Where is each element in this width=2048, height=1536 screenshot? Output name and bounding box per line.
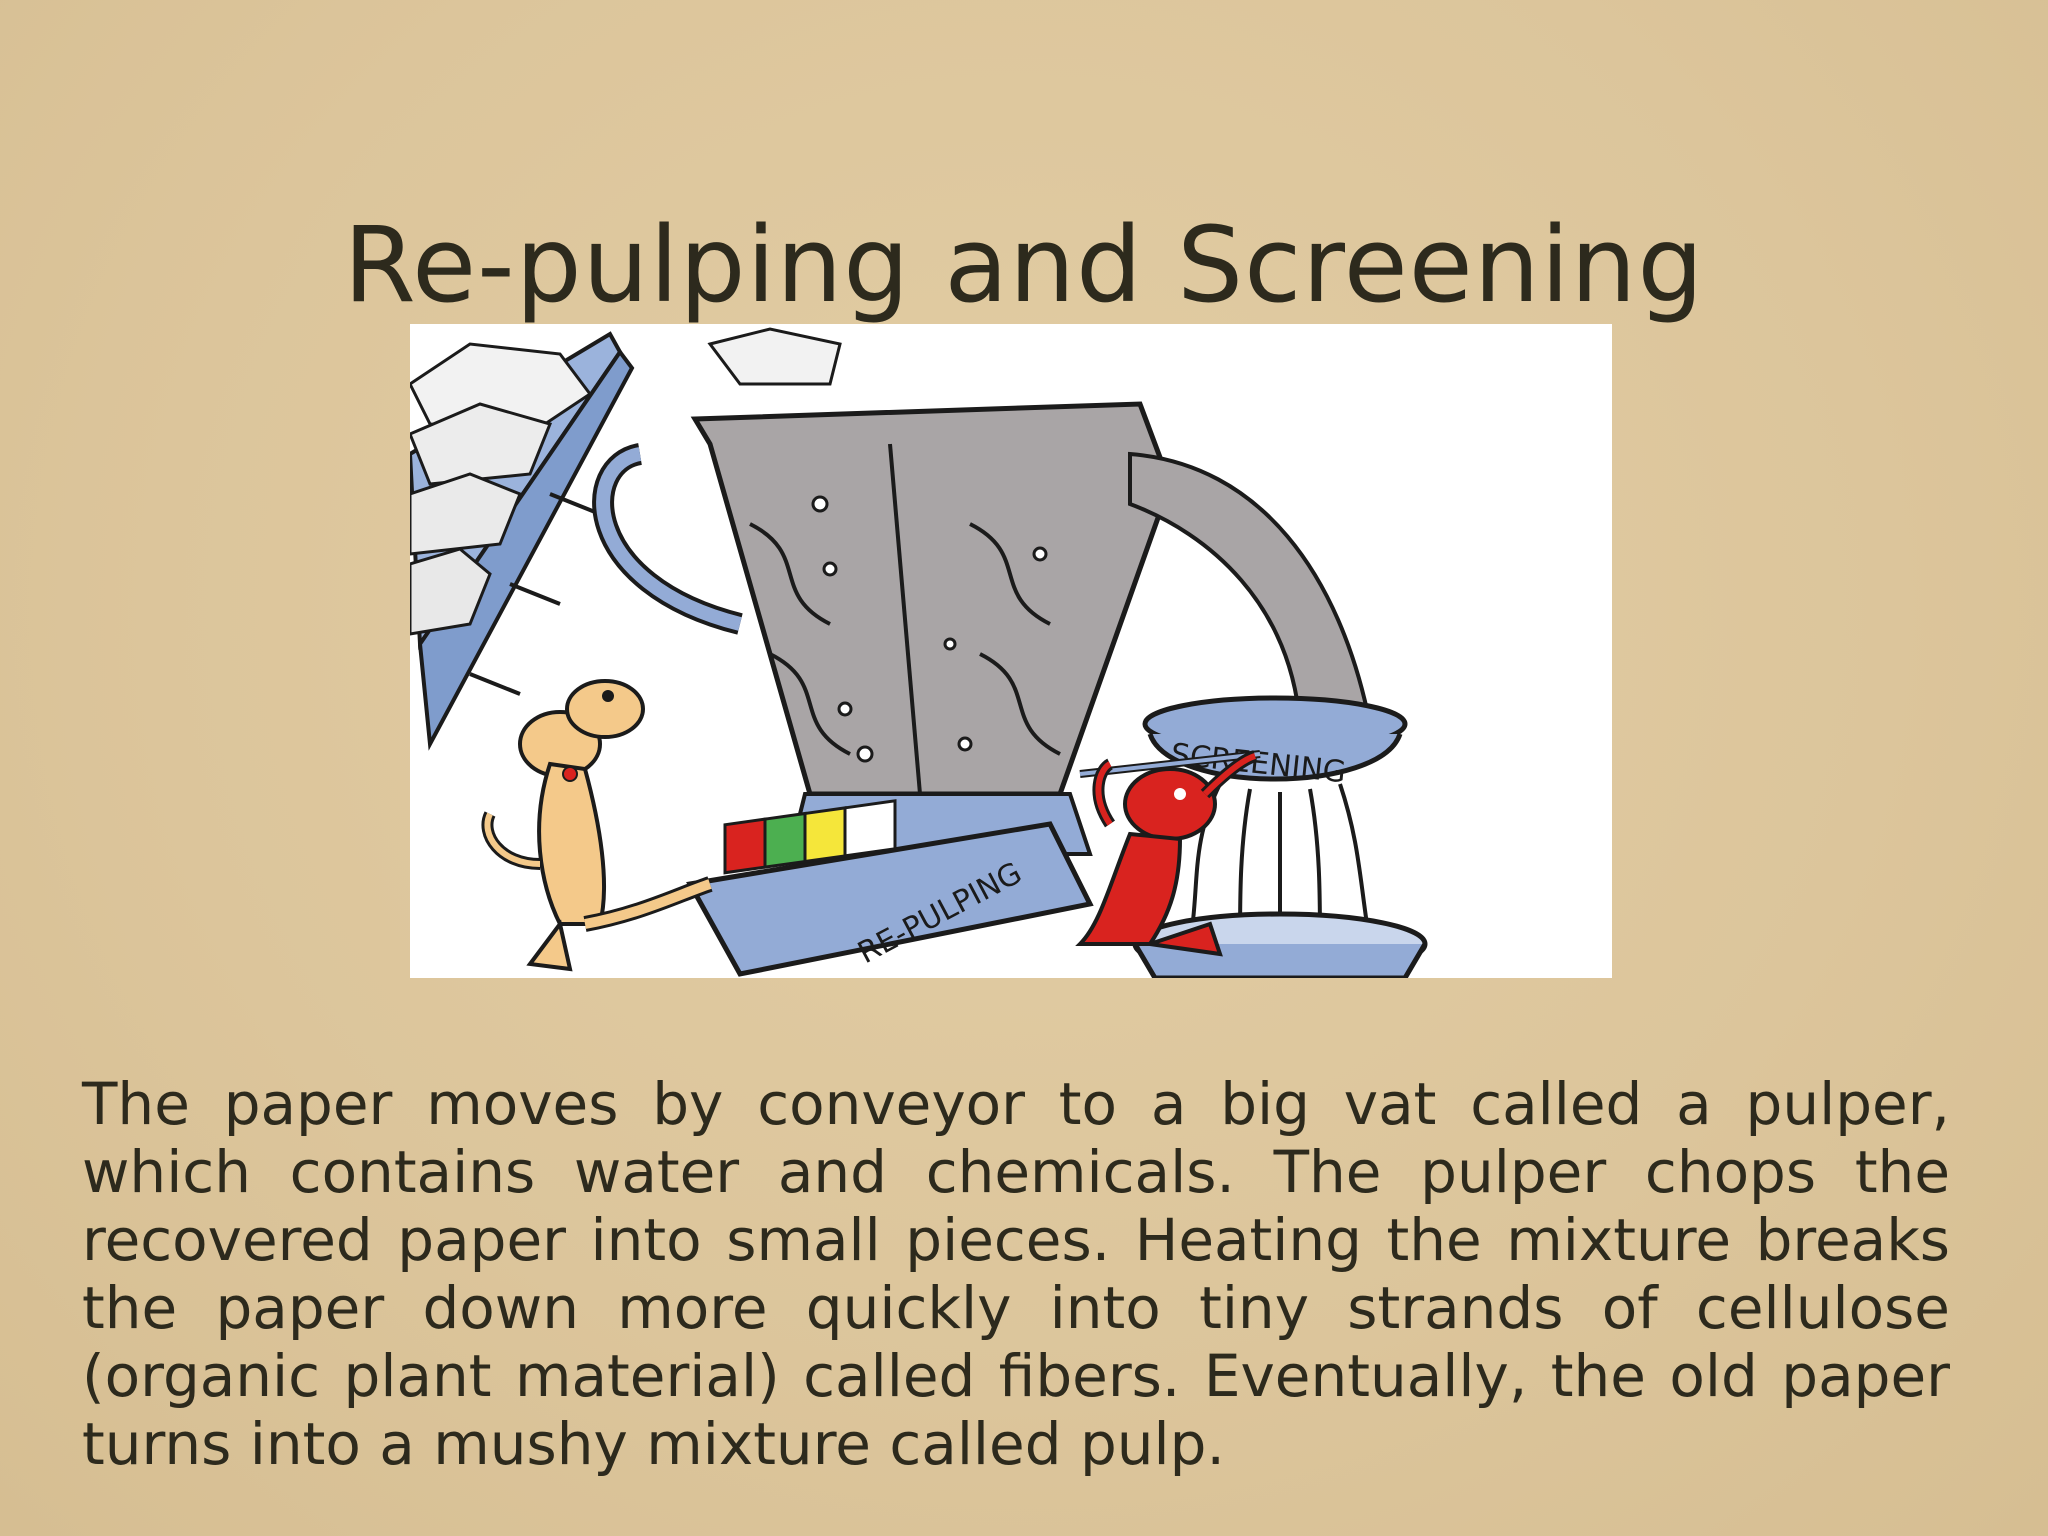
slide-body-text: The paper moves by conveyor to a big vat…: [82, 1070, 1950, 1478]
red-dog-character: [1075, 750, 1261, 957]
pulper-vat: RE-PULPING: [592, 401, 1173, 977]
pulp-stream: [1128, 451, 1373, 726]
tan-dog-character: [481, 679, 713, 972]
slide-title: Re-pulping and Screening: [343, 203, 1705, 326]
conveyor-belt: [410, 327, 842, 751]
repulping-screening-illustration: RE-PULPING SCREENING: [410, 324, 1612, 978]
